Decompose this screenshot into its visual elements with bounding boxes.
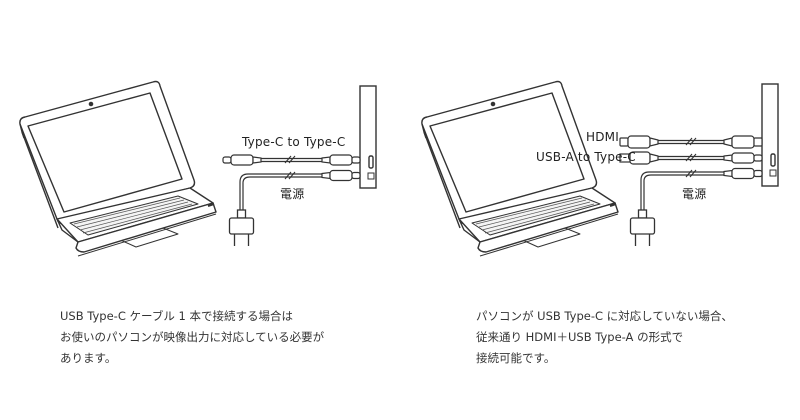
right-caption-line: 従来通り HDMI＋USB Type-A の形式で: [476, 330, 684, 344]
right-monitor: [761, 83, 779, 187]
left-caption-line: お使いのパソコンが映像出力に対応している必要が: [60, 330, 325, 344]
right-hdmi-cable: [619, 135, 763, 149]
right-caption-line: 接続可能です。: [476, 351, 556, 365]
left-typec-cable: [222, 154, 361, 166]
usba-cable-label: USB-A to Type-C: [536, 150, 636, 164]
left-caption: USB Type-C ケーブル 1 本で接続する場合は お使いのパソコンが映像出…: [60, 306, 324, 369]
right-caption-line: パソコンが USB Type-C に対応していない場合、: [476, 309, 733, 323]
right-caption: パソコンが USB Type-C に対応していない場合、 従来通り HDMI＋U…: [476, 306, 733, 369]
left-power-cable: [228, 169, 361, 247]
left-caption-line: あります。: [60, 351, 117, 365]
hdmi-cable-label: HDMI: [586, 130, 619, 144]
right-laptop: [420, 80, 619, 257]
left-monitor: [359, 85, 377, 189]
typec-cable-label: Type-C to Type-C: [242, 135, 346, 149]
right-usba-cable: [619, 151, 763, 165]
left-caption-line: USB Type-C ケーブル 1 本で接続する場合は: [60, 309, 293, 323]
left-power-label: 電源: [280, 187, 305, 201]
left-laptop: [18, 80, 217, 257]
right-power-cable: [629, 167, 763, 247]
right-power-label: 電源: [682, 187, 707, 201]
